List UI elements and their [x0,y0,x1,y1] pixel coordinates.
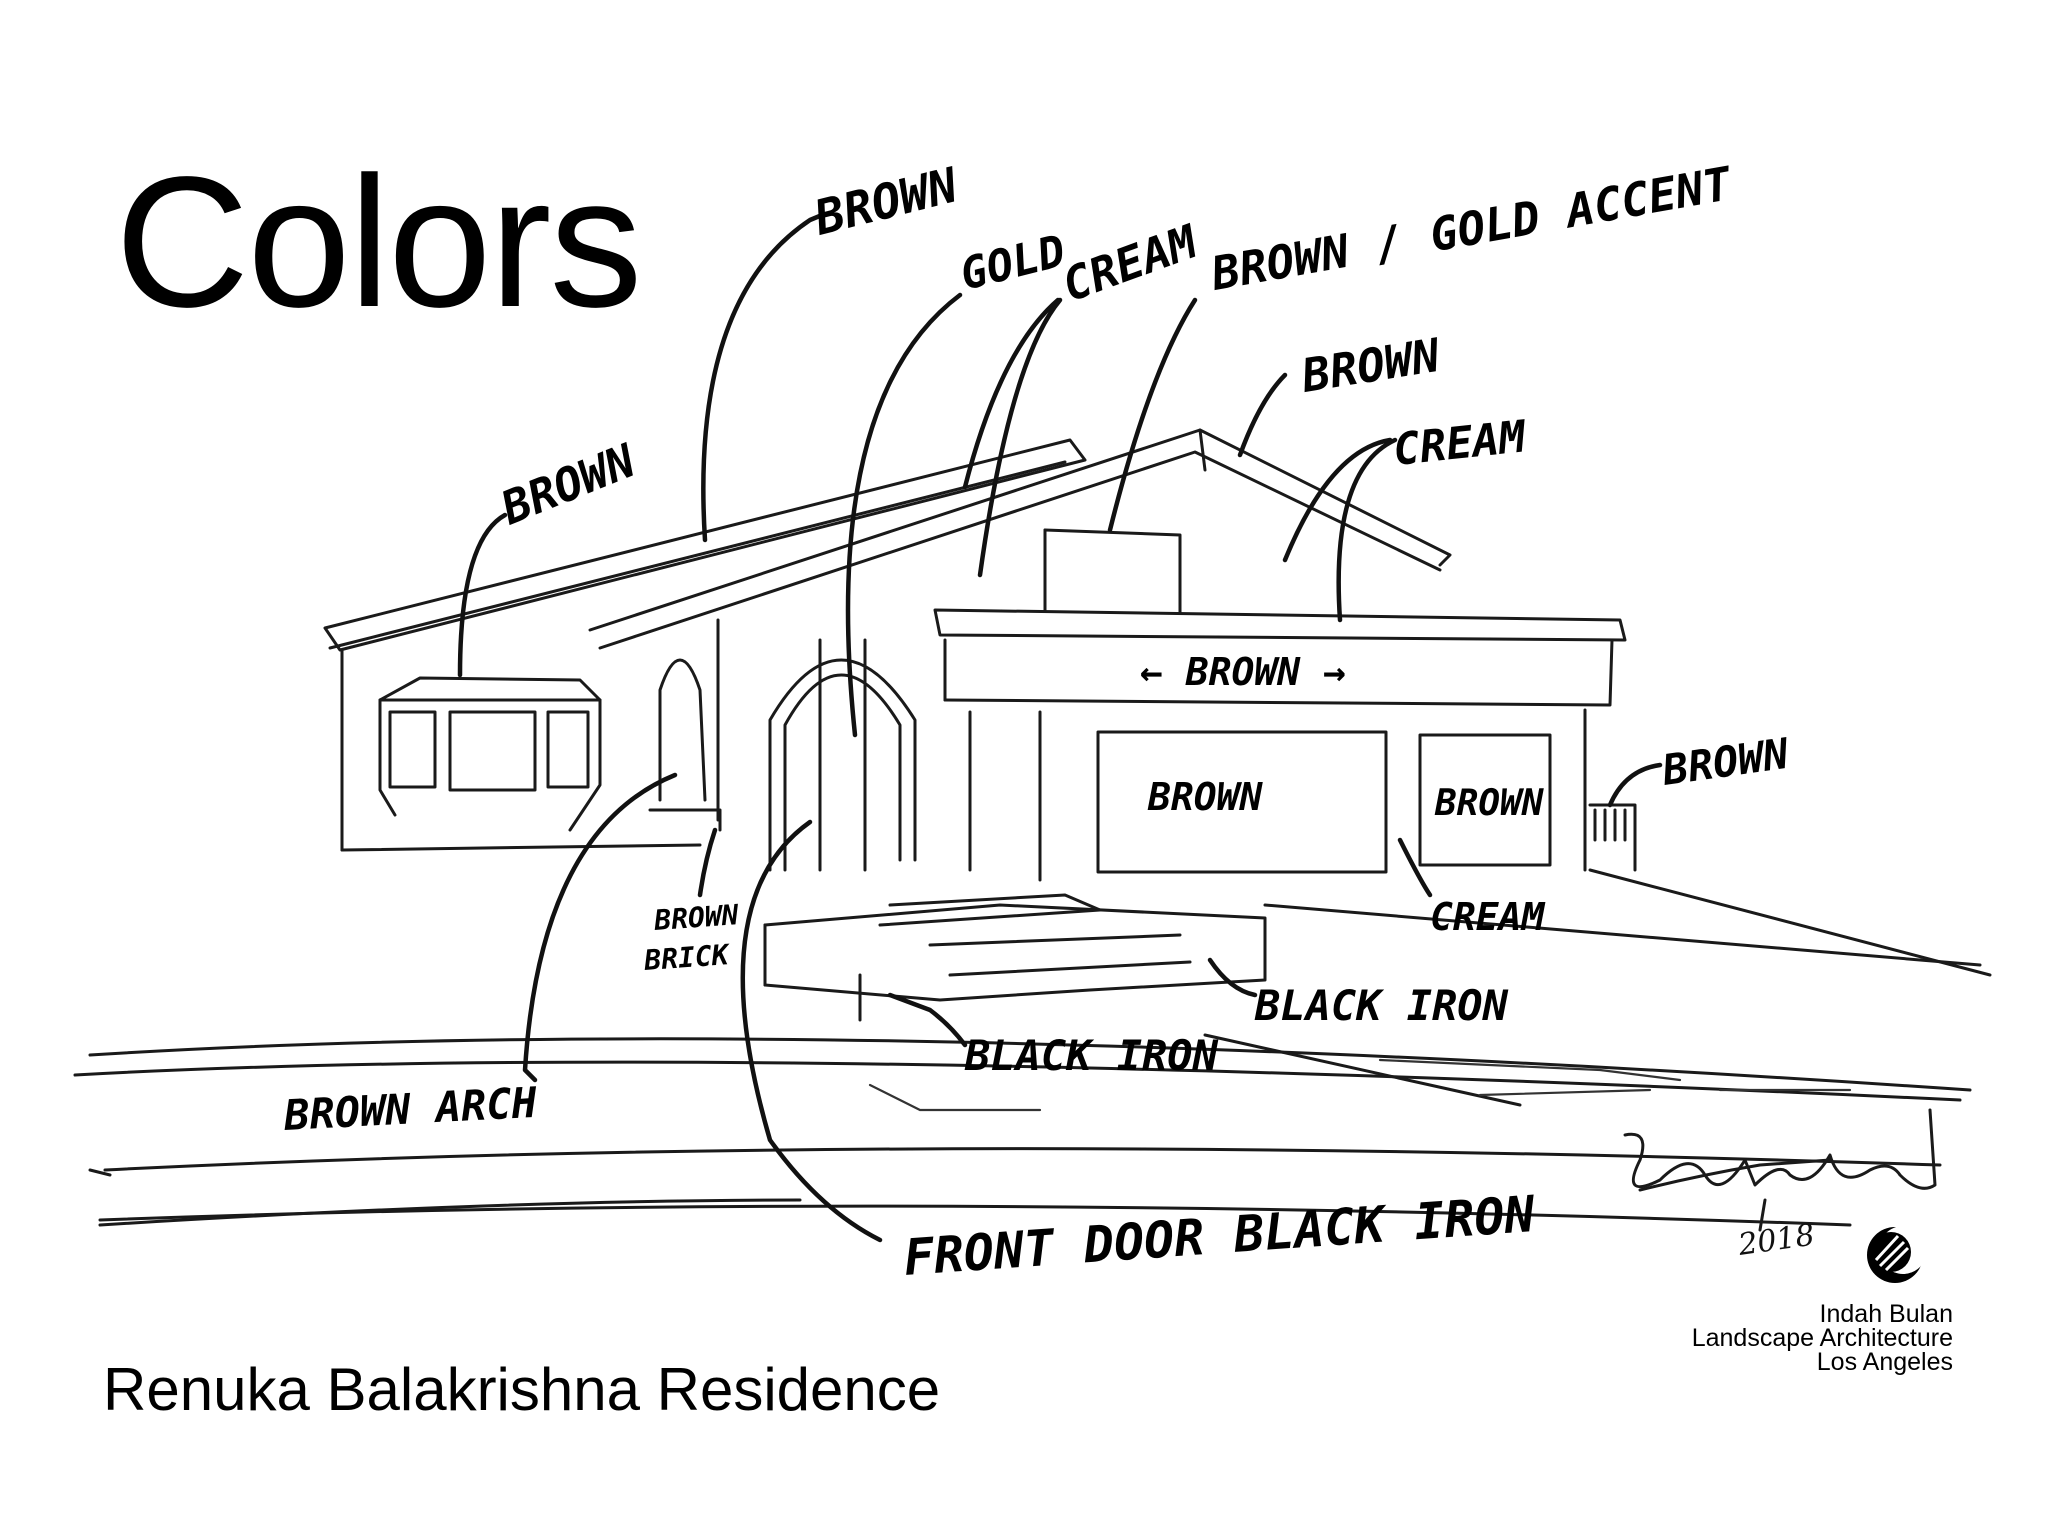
callout-label: CREAM [1055,214,1205,313]
firm-credit: Indah Bulan Landscape Architecture Los A… [1691,1300,1953,1376]
callout-label: BROWN [493,433,644,536]
callout-label: BRICK [642,938,732,977]
firm-name: Indah Bulan [1819,1300,1953,1328]
callout-label: BROWN [808,157,964,247]
firm-discipline: Landscape Architecture [1691,1324,1953,1352]
callout-label: GOLD [955,226,1070,301]
callout-leaders [457,212,1663,1243]
callout-label: BLACK IRON [1254,981,1509,1030]
callout-label: BROWN [1147,775,1264,819]
page-title: Colors [115,139,642,346]
signature-year: 2018 [1735,1218,1816,1263]
house-outline [73,428,1992,1227]
callout-label: BROWN / GOLD ACCENT [1207,156,1737,301]
moon-logo-icon [1867,1226,1927,1283]
callout-label: BROWN [652,898,741,937]
callout-label: BROWN [1297,328,1444,403]
firm-location: Los Angeles [1816,1348,1953,1376]
project-name: Renuka Balakrishna Residence [103,1356,941,1423]
callout-label: ← BROWN → [1140,650,1346,694]
callout-label: BROWN [1659,729,1793,795]
callout-label: CREAM [1430,895,1546,939]
callout-labels: BROWN GOLD CREAM BROWN / GOLD ACCENT BRO… [282,156,1792,1287]
callout-label: FRONT DOOR BLACK IRON [902,1185,1538,1287]
callout-label: BROWN ARCH [282,1078,539,1140]
callout-label: CREAM [1391,411,1530,476]
callout-label: BLACK IRON [964,1031,1219,1080]
callout-label: BROWN [1434,783,1545,824]
